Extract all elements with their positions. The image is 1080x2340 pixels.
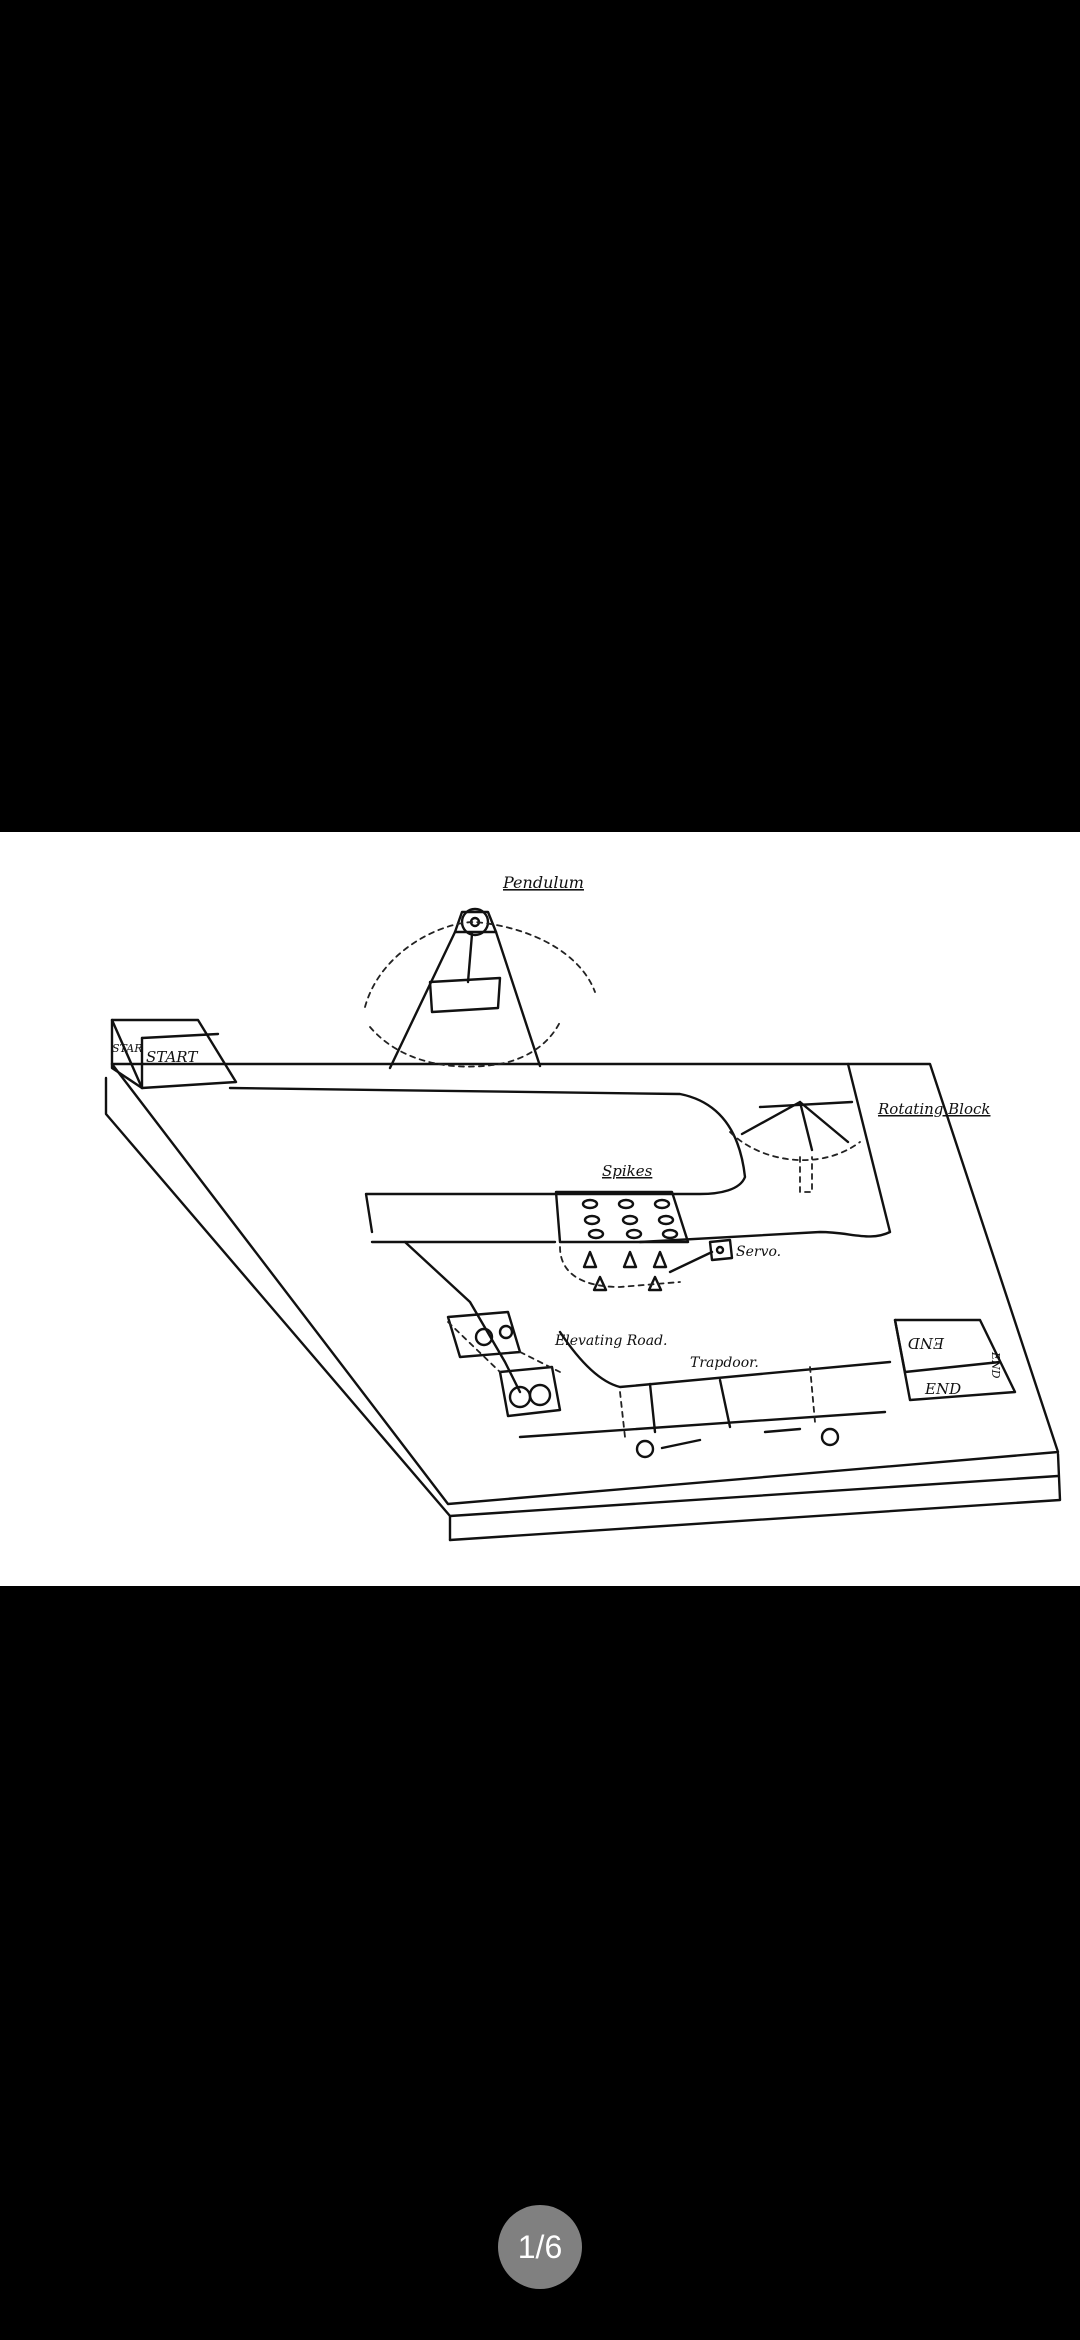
pendulum-label: Pendulum xyxy=(502,873,584,892)
end-mirrored-label: END xyxy=(908,1334,945,1352)
start-side-label: STAR xyxy=(112,1042,143,1055)
end-label: END xyxy=(924,1380,961,1398)
spikes-plate: Spikes Servo. xyxy=(556,1162,781,1290)
start-block: START STAR xyxy=(112,1020,236,1088)
pendulum: Pendulum xyxy=(365,873,595,1068)
course-slab xyxy=(106,1064,1060,1540)
upper-road xyxy=(230,1064,890,1242)
elevating-road-label: Elevating Road. xyxy=(554,1333,668,1349)
end-block: END END END xyxy=(895,1320,1015,1400)
elevating-road: Elevating Road. xyxy=(448,1312,668,1416)
trapdoor-label: Trapdoor. xyxy=(690,1355,759,1371)
sketch-photo[interactable]: START STAR Pendulum xyxy=(0,832,1080,1586)
spikes-label: Spikes xyxy=(602,1162,653,1180)
end-side-label: END xyxy=(989,1351,1002,1379)
page-counter[interactable]: 1/6 xyxy=(498,2205,582,2289)
servo-label: Servo. xyxy=(736,1244,781,1260)
sketch-drawing: START STAR Pendulum xyxy=(0,832,1080,1586)
rotating-block-label: Rotating Block xyxy=(877,1100,991,1118)
start-label: START xyxy=(146,1048,198,1066)
